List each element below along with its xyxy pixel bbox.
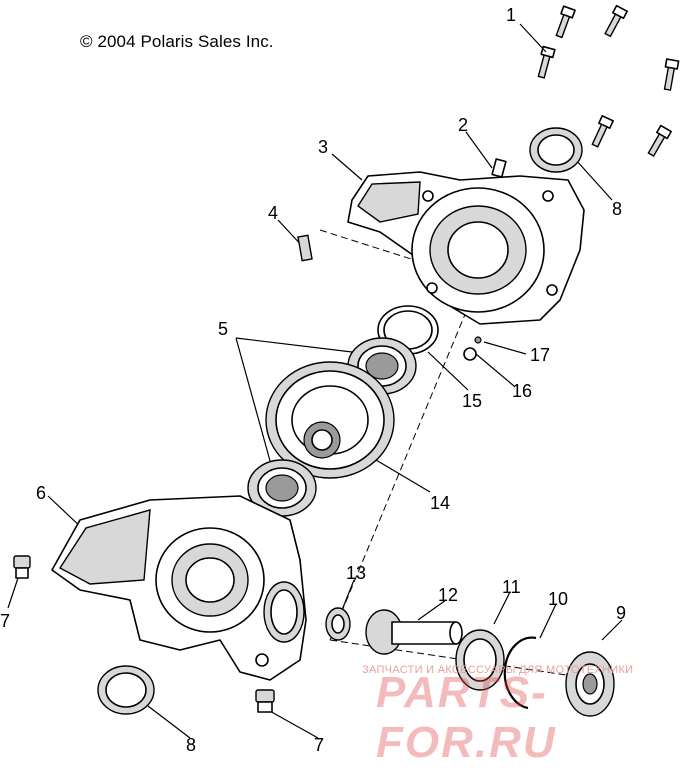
callout-4: 4 <box>268 203 279 223</box>
bushing-13 <box>325 607 351 641</box>
bearing-5-lower <box>247 459 317 517</box>
callout-15: 15 <box>462 391 483 411</box>
dowel-pin-2 <box>491 158 507 178</box>
callout-5: 5 <box>218 319 229 339</box>
bolt-group-1 <box>537 4 680 157</box>
seal-8-lower <box>97 665 155 715</box>
screw-17 <box>474 336 482 344</box>
lower-housing-6 <box>51 495 307 681</box>
callout-1: 1 <box>506 5 517 25</box>
callout-9: 9 <box>616 603 627 623</box>
callout-11: 11 <box>502 577 521 597</box>
callout-17: 17 <box>530 345 551 365</box>
retaining-ring-10 <box>503 636 537 710</box>
watermark-brand: PARTS-FOR.RU <box>376 668 557 767</box>
callout-7-left: 7 <box>0 611 11 631</box>
upper-housing-3 <box>347 171 585 325</box>
leader-lines <box>7 23 623 739</box>
plug-7-bottom <box>255 689 275 713</box>
callout-7-bottom: 7 <box>314 735 325 755</box>
callout-12: 12 <box>438 585 459 605</box>
callout-8-lower: 8 <box>186 735 197 755</box>
callout-2: 2 <box>458 115 469 135</box>
bearing-11 <box>455 629 505 691</box>
callout-6: 6 <box>36 483 47 503</box>
dowel-pin-4 <box>297 234 313 262</box>
copyright-notice: © 2004 Polaris Sales Inc. <box>80 32 274 51</box>
callout-8-upper: 8 <box>612 199 623 219</box>
plug-7-left <box>13 555 31 579</box>
watermark-caption: ЗАПЧАСТИ И АКСЕССУАРЫ ДЛЯ МОТОТЕХНИКИ <box>362 664 634 676</box>
nut-16 <box>463 347 477 361</box>
callout-13: 13 <box>346 563 367 583</box>
callout-10: 10 <box>548 589 569 609</box>
callout-16: 16 <box>512 381 533 401</box>
seal-8-upper <box>529 127 583 173</box>
seal-9 <box>565 651 615 717</box>
pinion-shaft-12 <box>365 609 463 655</box>
callout-14: 14 <box>430 493 451 513</box>
callout-3: 3 <box>318 137 329 157</box>
ring-gear-14 <box>265 361 395 479</box>
